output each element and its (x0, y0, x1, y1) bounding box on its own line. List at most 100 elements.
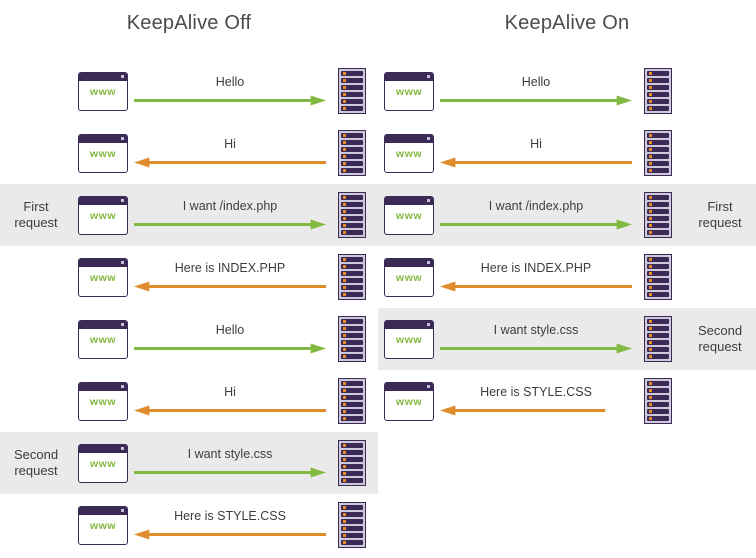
message-label: I want /index.php (182, 199, 278, 214)
server-rack-unit (647, 78, 669, 83)
browser-www-icon: www (78, 257, 128, 297)
message-arrow (134, 281, 326, 292)
server-led-indicator (342, 527, 346, 530)
server-rack-unit (341, 388, 363, 393)
browser-www-label: www (89, 519, 117, 532)
server-rack-icon (644, 130, 672, 176)
browser-cell: www (72, 71, 134, 111)
server-rack-unit (647, 271, 669, 276)
server-led-indicator (648, 210, 652, 213)
server-rack-icon (644, 254, 672, 300)
browser-www-icon: www (78, 319, 128, 359)
server-rack-unit (341, 195, 363, 200)
server-cell (632, 254, 684, 300)
server-led-indicator (342, 410, 346, 413)
request-group-label-line: First (23, 198, 49, 214)
server-led-indicator (342, 293, 346, 296)
server-led-indicator (342, 217, 346, 220)
server-led-indicator (342, 458, 346, 461)
message-arrow (134, 405, 326, 416)
browser-cell: www (72, 319, 134, 359)
server-led-indicator (342, 341, 346, 344)
server-led-indicator (648, 155, 652, 158)
arrow-head (134, 157, 150, 168)
server-rack-icon (338, 378, 366, 424)
server-rack-unit (341, 326, 363, 331)
browser-www-icon: www (78, 381, 128, 421)
browser-www-label: www (89, 271, 117, 284)
server-led-indicator (342, 86, 346, 89)
request-group-label-line: request (14, 463, 58, 478)
server-rack-unit (647, 99, 669, 104)
server-led-indicator (648, 224, 652, 227)
browser-titlebar-button (121, 199, 124, 202)
server-led-indicator (648, 355, 652, 358)
server-led-indicator (342, 320, 346, 323)
server-led-indicator (648, 203, 652, 206)
arrow-left-icon (440, 281, 632, 292)
browser-titlebar-button (427, 137, 430, 140)
server-rack-unit (341, 395, 363, 400)
server-led-indicator (342, 279, 346, 282)
message-arrow (440, 95, 632, 106)
server-led-indicator (342, 196, 346, 199)
server-rack-unit (647, 340, 669, 345)
message-arrow-cell: I want /index.php (134, 192, 326, 238)
browser-www-icon: www (384, 71, 434, 111)
server-rack-unit (647, 402, 669, 407)
exchange-row: www Here is STYLE.CSS (378, 370, 756, 432)
server-cell (326, 316, 378, 362)
browser-www-icon: www (384, 195, 434, 235)
server-cell (632, 68, 684, 114)
message-label: Hello (215, 75, 245, 90)
server-rack-unit (647, 257, 669, 262)
arrow-head (616, 343, 632, 354)
server-rack-unit (647, 416, 669, 421)
message-arrow-cell: Here is INDEX.PHP (440, 254, 632, 300)
server-led-indicator (342, 134, 346, 137)
server-led-indicator (342, 141, 346, 144)
server-rack-icon (338, 130, 366, 176)
server-rack-unit (647, 395, 669, 400)
browser-titlebar (79, 444, 127, 453)
message-arrow (134, 219, 326, 230)
server-led-indicator (342, 93, 346, 96)
server-cell (632, 192, 684, 238)
server-led-indicator (342, 224, 346, 227)
message-arrow-cell: Here is INDEX.PHP (134, 254, 326, 300)
exchange-row: www Hello (0, 60, 378, 122)
browser-cell: www (72, 381, 134, 421)
server-rack-unit (341, 409, 363, 414)
message-arrow-cell: I want style.css (134, 440, 326, 486)
server-rack-unit (341, 278, 363, 283)
message-label: Hi (224, 137, 236, 152)
arrow-right-icon (134, 95, 326, 106)
server-led-indicator (648, 100, 652, 103)
server-rack-unit (647, 92, 669, 97)
message-arrow (134, 343, 326, 354)
browser-titlebar (385, 134, 433, 143)
browser-www-icon: www (384, 381, 434, 421)
message-arrow-cell: I want /index.php (440, 192, 632, 238)
server-led-indicator (648, 162, 652, 165)
browser-www-label: www (89, 333, 117, 346)
arrow-head (440, 157, 456, 168)
arrow-left-icon (134, 405, 326, 416)
message-label: Here is STYLE.CSS (480, 385, 592, 400)
server-rack-unit (341, 416, 363, 421)
browser-cell: www (72, 443, 134, 483)
browser-www-icon: www (384, 257, 434, 297)
arrow-right-icon (134, 219, 326, 230)
server-rack-unit (341, 71, 363, 76)
browser-www-label: www (395, 395, 423, 408)
server-cell (326, 130, 378, 176)
server-cell (632, 378, 684, 424)
browser-cell: www (378, 381, 440, 421)
browser-titlebar-button (121, 509, 124, 512)
